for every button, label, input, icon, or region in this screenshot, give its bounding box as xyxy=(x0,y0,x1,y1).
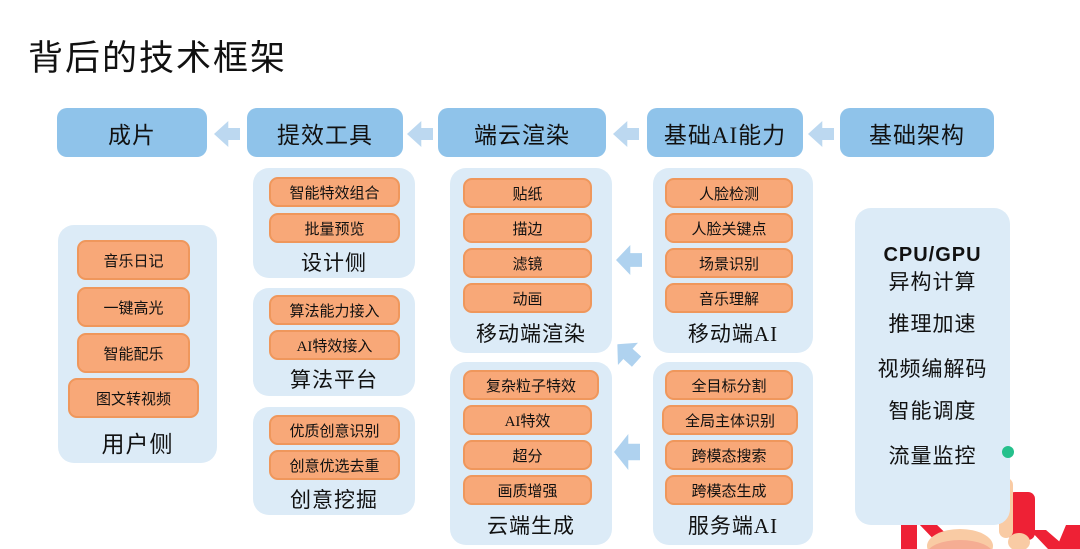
feature-chip: 动画 xyxy=(463,283,592,313)
feature-chip: 图文转视频 xyxy=(68,378,199,418)
feature-chip: 描边 xyxy=(463,213,592,243)
arrow-left-icon xyxy=(808,121,834,147)
panel-cloud-generation: 复杂粒子特效 AI特效 超分 画质增强 云端生成 xyxy=(450,362,612,545)
feature-chip: 人脸关键点 xyxy=(665,213,793,243)
feature-chip: 全局主体识别 xyxy=(662,405,798,435)
feature-chip: 一键高光 xyxy=(77,287,190,327)
feature-chip: AI特效接入 xyxy=(269,330,400,360)
arrow-left-icon xyxy=(614,434,640,470)
arrow-up-left-icon xyxy=(607,333,646,373)
feature-chip: 跨模态搜索 xyxy=(665,440,793,470)
panel-mobile-render: 贴纸 描边 滤镜 动画 移动端渲染 xyxy=(450,168,612,353)
panel-algo-platform: 算法能力接入 AI特效接入 算法平台 xyxy=(253,288,415,396)
header-cloud-render: 端云渲染 xyxy=(438,108,606,157)
feature-chip: 创意优选去重 xyxy=(269,450,400,480)
feature-chip: 滤镜 xyxy=(463,248,592,278)
infra-line: 智能调度 xyxy=(888,399,977,423)
feature-chip: 优质创意识别 xyxy=(269,415,400,445)
infra-line: 推理加速 xyxy=(888,312,977,336)
panel-label: 创意挖掘 xyxy=(290,488,378,512)
panel-label: 用户侧 xyxy=(101,432,174,457)
arrow-left-icon xyxy=(214,121,240,147)
panel-creative-mining: 优质创意识别 创意优选去重 创意挖掘 xyxy=(253,407,415,515)
feature-chip: 跨模态生成 xyxy=(665,475,793,505)
infra-line: CPU/GPU xyxy=(883,244,982,266)
infra-line: 视频编解码 xyxy=(877,357,988,381)
panel-label: 云端生成 xyxy=(487,514,575,538)
panel-infrastructure: CPU/GPU 异构计算 推理加速 视频编解码 智能调度 流量监控 xyxy=(855,208,1010,525)
panel-design-side: 智能特效组合 批量预览 设计侧 xyxy=(253,168,415,278)
panel-user-side: 音乐日记 一键高光 智能配乐 图文转视频 用户侧 xyxy=(58,225,217,463)
feature-chip: 算法能力接入 xyxy=(269,295,400,325)
panel-label: 服务端AI xyxy=(687,514,779,538)
header-infrastructure: 基础架构 xyxy=(840,108,994,157)
arrow-left-icon xyxy=(407,121,433,147)
feature-chip: 复杂粒子特效 xyxy=(463,370,599,400)
page-title: 背后的技术框架 xyxy=(28,39,288,78)
mascot-antenna-icon xyxy=(1002,446,1014,458)
arrow-left-icon xyxy=(613,121,639,147)
feature-chip: 智能配乐 xyxy=(77,333,190,373)
feature-chip: 音乐日记 xyxy=(77,240,190,280)
header-finished-film: 成片 xyxy=(57,108,207,157)
panel-server-ai: 全目标分割 全局主体识别 跨模态搜索 跨模态生成 服务端AI xyxy=(653,362,813,545)
feature-chip: 场景识别 xyxy=(665,248,793,278)
panel-mobile-ai: 人脸检测 人脸关键点 场景识别 音乐理解 移动端AI xyxy=(653,168,813,353)
header-basic-ai: 基础AI能力 xyxy=(647,108,803,157)
panel-label: 算法平台 xyxy=(290,368,378,392)
panel-label: 移动端AI xyxy=(687,322,779,346)
feature-chip: 超分 xyxy=(463,440,592,470)
infra-line: 流量监控 xyxy=(888,444,977,468)
panel-label: 移动端渲染 xyxy=(476,322,586,346)
feature-chip: 音乐理解 xyxy=(665,283,793,313)
feature-chip: 贴纸 xyxy=(463,178,592,208)
feature-chip: 智能特效组合 xyxy=(269,177,400,207)
arrow-left-icon xyxy=(616,245,642,275)
feature-chip: 画质增强 xyxy=(463,475,592,505)
header-efficiency-tools: 提效工具 xyxy=(247,108,403,157)
feature-chip: AI特效 xyxy=(463,405,592,435)
feature-chip: 全目标分割 xyxy=(665,370,793,400)
feature-chip: 人脸检测 xyxy=(665,178,793,208)
infra-line: 异构计算 xyxy=(888,270,977,294)
panel-label: 设计侧 xyxy=(301,251,367,275)
feature-chip: 批量预览 xyxy=(269,213,400,243)
